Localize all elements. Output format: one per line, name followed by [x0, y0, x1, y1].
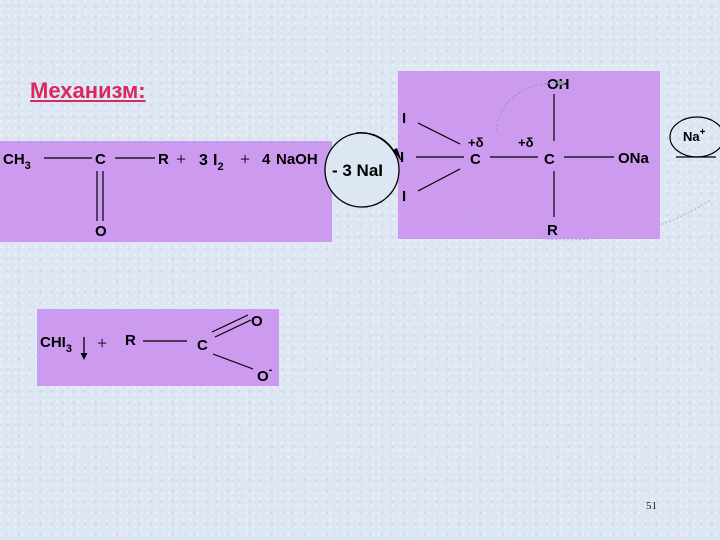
circle-arrow — [355, 132, 399, 161]
r-group: R — [158, 151, 169, 168]
partial-charge-2: +δ — [518, 135, 534, 150]
naoh-formula: NaOH — [276, 151, 318, 168]
iodine-formula: I2 — [213, 152, 224, 173]
intermediate-diagram: OH I I I +δ +δ C C ONa R — [400, 76, 650, 239]
plus-sign-2: + — [240, 149, 250, 169]
bond-c-o — [212, 353, 254, 370]
precipitate-arrowhead — [80, 353, 88, 360]
triiodo-carbon: C — [470, 151, 481, 168]
carboxylate-carbon: C — [197, 337, 208, 354]
iodoform-formula: CHI3 — [40, 334, 72, 355]
plus-sign: + — [176, 149, 186, 169]
carbonyl-oxygen: O — [95, 223, 107, 240]
r-group: R — [547, 222, 558, 239]
intermediate-panel: OH I I I +δ +δ C C ONa R — [398, 71, 660, 239]
r-group: R — [125, 332, 136, 349]
carbonyl-carbon: C — [95, 151, 106, 168]
slide-title: Механизм: — [30, 78, 146, 103]
sodium-ion-circle — [669, 116, 720, 158]
reaction-diagram: CH3 C R + 3 I2 + 4 NaOH O — [3, 149, 318, 240]
circle-label: - 3 NaI — [332, 161, 383, 180]
page-number: 51 — [646, 500, 657, 512]
iodine-coefficient: 3 — [199, 152, 208, 169]
hydroxyl-group: OH — [547, 76, 570, 93]
ch3-label: CH3 — [3, 151, 31, 172]
iodine-bottom: I — [402, 188, 406, 205]
plus-sign: + — [97, 333, 107, 353]
partial-charge-1: +δ — [468, 135, 484, 150]
bond-i-top — [417, 122, 461, 145]
iodine-middle: I — [400, 149, 404, 166]
iodine-top: I — [402, 110, 406, 127]
sodium-alkoxide: ONa — [618, 150, 650, 167]
oxygen-anion: O- — [257, 364, 273, 385]
double-bond-line-2 — [214, 319, 252, 338]
circle-label-backdrop — [331, 156, 395, 184]
bond-i-bottom — [417, 168, 461, 192]
double-bond-line-1 — [211, 314, 249, 333]
products-panel: CHI3 + R C O O- — [37, 309, 279, 386]
oxygen-top: O — [251, 313, 263, 330]
elimination-circle — [324, 132, 400, 208]
products-diagram: CHI3 + R C O O- — [40, 313, 273, 385]
naoh-coefficient: 4 — [262, 151, 271, 168]
sodium-ion-label: Na+ — [683, 127, 706, 144]
reaction-panel: CH3 C R + 3 I2 + 4 NaOH O — [0, 141, 332, 242]
central-carbon: C — [544, 151, 555, 168]
